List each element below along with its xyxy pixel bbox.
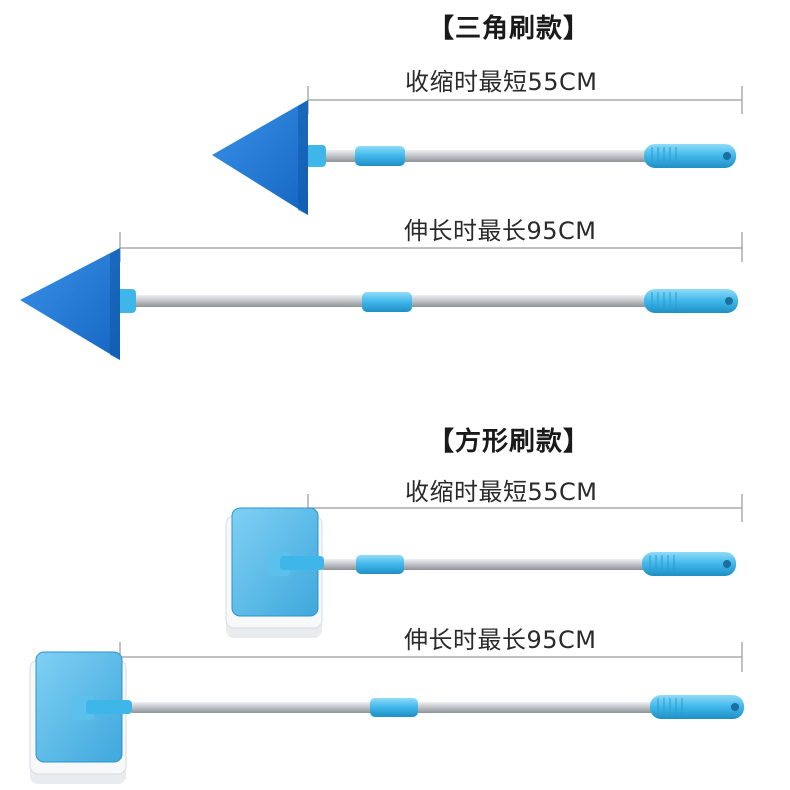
triangle-brush-extended (20, 248, 738, 360)
triangle-short-length-label: 收缩时最短55CM (405, 68, 598, 96)
triangle-section-title: 【三角刷款】 (428, 14, 591, 44)
triangle-long-dimension-line (119, 232, 743, 262)
square-long-dimension-line (119, 642, 743, 672)
triangle-brush-retracted (212, 100, 736, 215)
square-brush-retracted (225, 507, 736, 638)
square-section-title: 【方形刷款】 (428, 427, 591, 457)
square-brush-extended (29, 651, 744, 784)
square-long-length-label: 伸长时最长95CM (404, 626, 597, 654)
square-short-length-label: 收缩时最短55CM (405, 478, 598, 506)
triangle-long-length-label: 伸长时最长95CM (404, 217, 597, 245)
square-short-dimension-line (307, 494, 743, 522)
triangle-short-dimension-line (307, 86, 743, 114)
